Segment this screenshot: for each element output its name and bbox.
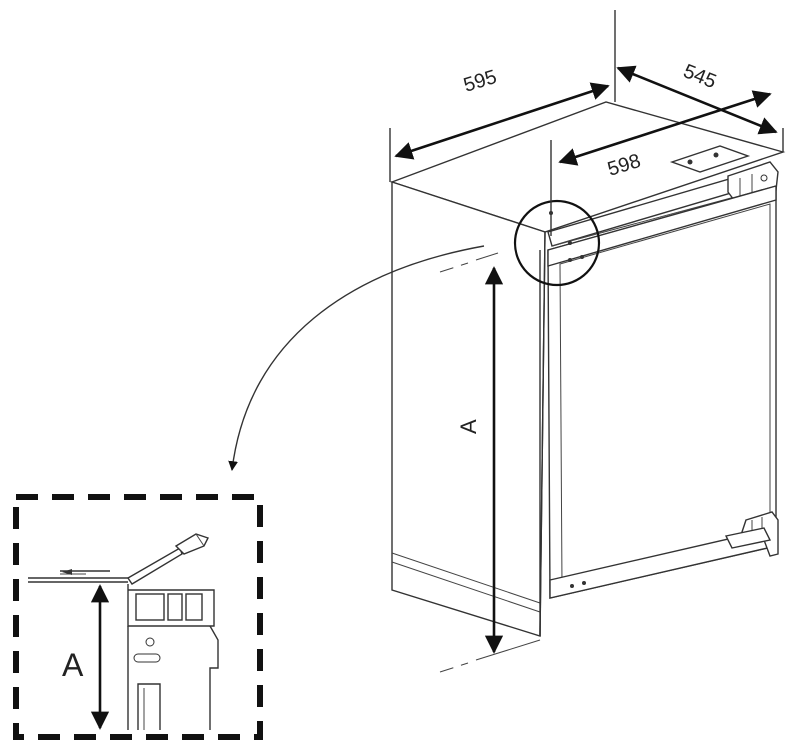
detail-height-label: A (62, 647, 84, 683)
width-label: 595 (461, 66, 499, 97)
appliance-door (539, 185, 777, 636)
detail-view: A (13, 494, 263, 740)
height-label: A (456, 419, 481, 434)
cabinet-side-panel (391, 181, 546, 637)
depth-label: 545 (680, 60, 719, 93)
detail-dashed-frame (13, 494, 263, 740)
door-top-strip (547, 185, 777, 267)
dimension-height: A (439, 252, 541, 673)
magnifier-circle (513, 199, 601, 287)
bottom-hinge (724, 511, 779, 557)
detail-pointer-arrow (228, 245, 485, 471)
plinth-line-2 (391, 561, 541, 613)
plinth-line (391, 552, 541, 604)
